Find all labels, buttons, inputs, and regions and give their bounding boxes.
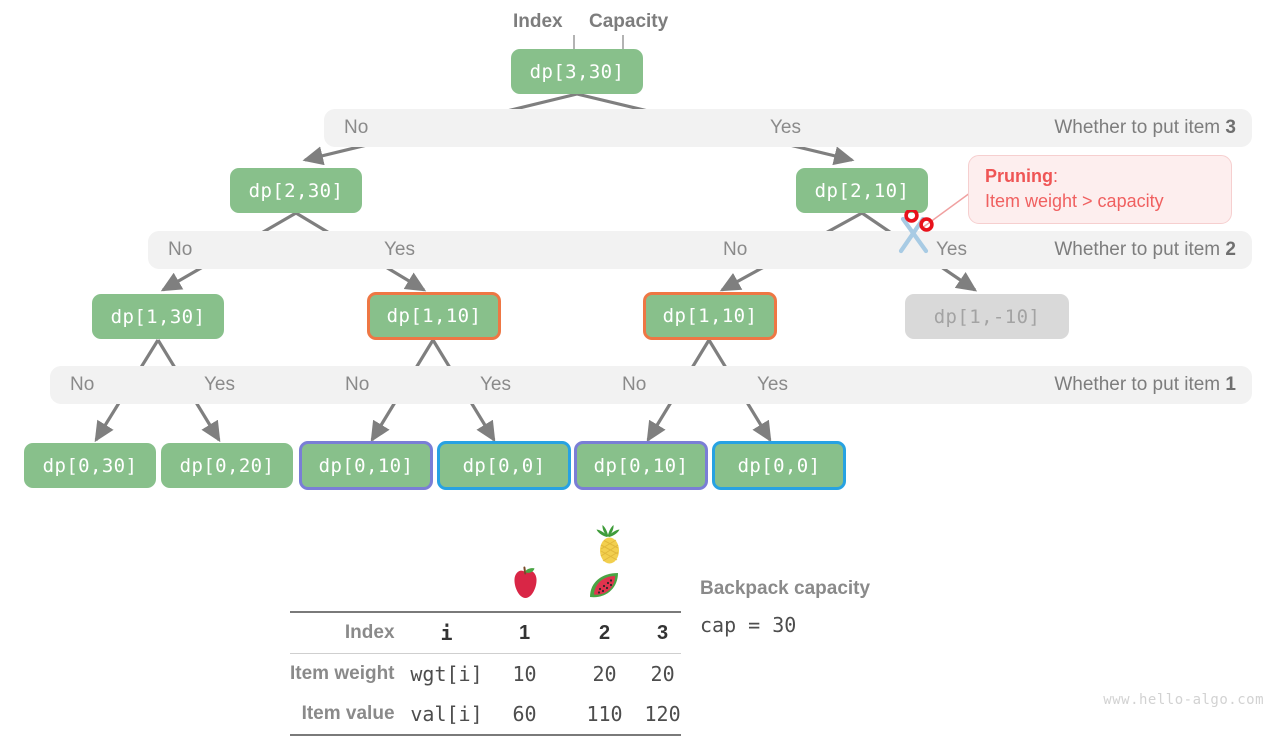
tree-leaf-dp-0-20[interactable]: dp[0,20] <box>161 443 293 488</box>
level-band-item2: No Yes No Yes Whether to put item 2 <box>148 231 1252 269</box>
cell-weight-1: 10 <box>484 653 565 694</box>
table-row-value: Item value val[i] 60 110 120 <box>290 694 681 736</box>
items-table-grid: Index i 1 2 3 Item weight wgt[i] 10 20 2… <box>290 563 681 736</box>
items-table: Index i 1 2 3 Item weight wgt[i] 10 20 2… <box>290 563 681 736</box>
edge-label-no: No <box>622 374 647 395</box>
backpack-capacity-note: Backpack capacity cap = 30 <box>700 578 870 637</box>
table-row-weight: Item weight wgt[i] 10 20 20 <box>290 653 681 694</box>
tree-leaf-dp-0-10-b[interactable]: dp[0,10] <box>574 441 708 490</box>
band-question-item3: Whether to put item 3 <box>1054 117 1236 138</box>
row-label-item-weight: Item weight <box>290 653 409 694</box>
row-label-item-value: Item value <box>290 694 409 736</box>
cell-index-2: 2 <box>564 611 645 654</box>
capacity-note-label: Backpack capacity <box>700 578 871 599</box>
edge-label-yes: Yes <box>770 117 801 138</box>
fruit-cell-watermelon <box>565 563 645 612</box>
watermelon-icon <box>589 573 618 598</box>
edge-label-no: No <box>70 374 95 395</box>
index-header-label: Index <box>513 11 563 32</box>
cell-value-3: 120 <box>644 694 681 736</box>
pruning-callout-title: Pruning: <box>985 166 1059 186</box>
tree-leaf-dp-0-0-a[interactable]: dp[0,0] <box>437 441 571 490</box>
edge-label-yes: Yes <box>936 239 967 260</box>
cell-weight-name: wgt[i] <box>408 653 485 694</box>
tree-node-dp-1-30[interactable]: dp[1,30] <box>92 294 224 339</box>
table-row-index: Index i 1 2 3 <box>290 611 681 654</box>
cell-weight-3: 20 <box>644 653 681 694</box>
edge-label-yes: Yes <box>204 374 235 395</box>
cell-weight-2: 20 <box>564 653 645 694</box>
tree-leaf-dp-0-10-a[interactable]: dp[0,10] <box>299 441 433 490</box>
tree-node-dp-2-30[interactable]: dp[2,30] <box>230 168 362 213</box>
diagram-canvas: Index Capacity No Yes Whether to put ite… <box>24 11 1264 736</box>
edge-label-yes: Yes <box>480 374 511 395</box>
watermark: www.hello-algo.com <box>1103 692 1264 708</box>
scissors-icon <box>898 210 934 254</box>
cell-index-1: 1 <box>484 611 565 654</box>
edge-label-yes: Yes <box>384 239 415 260</box>
edge-label-no: No <box>723 239 748 260</box>
tree-leaf-dp-0-0-b[interactable]: dp[0,0] <box>712 441 846 490</box>
edge-label-no: No <box>345 374 370 395</box>
tree-node-dp-1-10-a[interactable]: dp[1,10] <box>367 292 501 340</box>
cell-index-3: 3 <box>644 611 681 654</box>
edge-label-no: No <box>168 239 193 260</box>
pineapple-icon <box>596 525 620 564</box>
edge-label-no: No <box>344 117 369 138</box>
pruning-callout: Pruning: Item weight > capacity <box>968 155 1232 224</box>
band-question-item2: Whether to put item 2 <box>1054 239 1236 260</box>
level-band-item3: No Yes Whether to put item 3 <box>324 109 1252 147</box>
cell-value-1: 60 <box>484 694 565 736</box>
level-band-item1: No Yes No Yes No Yes Whether to put item… <box>50 366 1252 404</box>
fruit-cell-apple <box>485 563 565 612</box>
cell-value-name: val[i] <box>408 694 485 736</box>
table-row-fruit-icons <box>290 563 681 612</box>
capacity-header-label: Capacity <box>589 11 669 32</box>
tree-node-dp-1-minus10-pruned: dp[1,-10] <box>905 294 1069 339</box>
capacity-note-value: cap = 30 <box>700 613 797 637</box>
tree-node-root[interactable]: dp[3,30] <box>511 49 643 94</box>
row-label-index: Index <box>290 611 409 654</box>
cell-value-2: 110 <box>564 694 645 736</box>
tree-leaf-dp-0-30[interactable]: dp[0,30] <box>24 443 156 488</box>
band-question-item1: Whether to put item 1 <box>1054 374 1236 395</box>
pruning-callout-reason: Item weight > capacity <box>985 191 1164 211</box>
edge-label-yes: Yes <box>757 374 788 395</box>
cell-index-name: i <box>408 611 485 654</box>
tree-node-dp-2-10[interactable]: dp[2,10] <box>796 168 928 213</box>
tree-node-dp-1-10-b[interactable]: dp[1,10] <box>643 292 777 340</box>
apple-icon <box>513 566 537 598</box>
